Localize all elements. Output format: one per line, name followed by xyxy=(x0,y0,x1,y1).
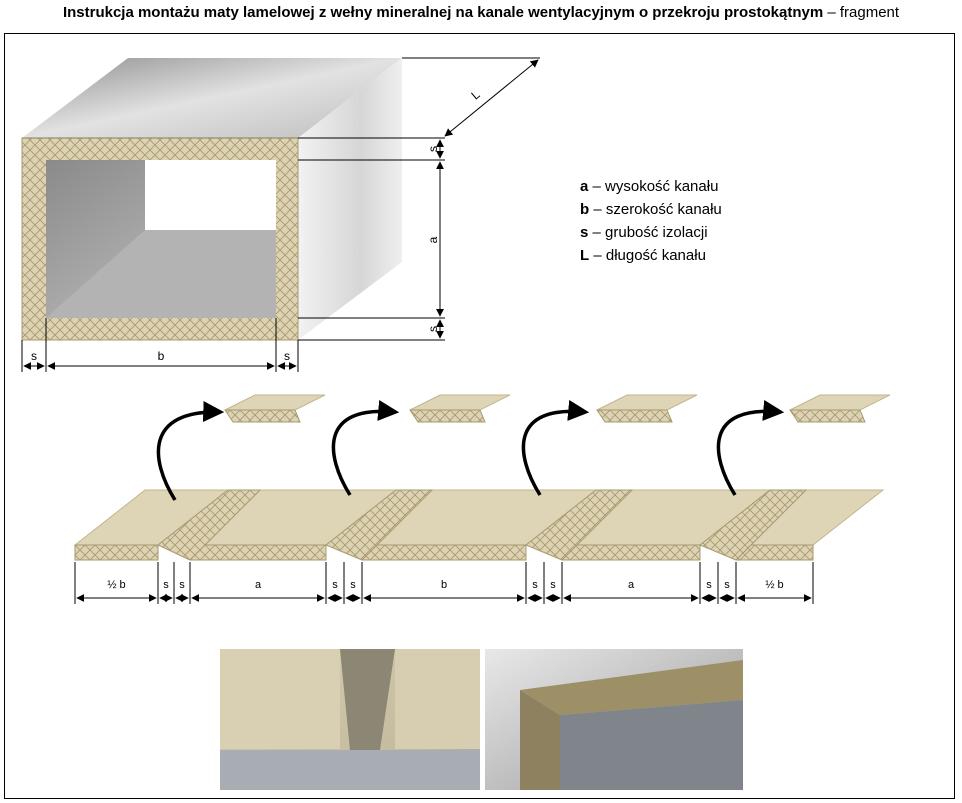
dim-length-line xyxy=(444,59,539,137)
mat-dim-label: b xyxy=(441,579,447,591)
mat-notch xyxy=(157,489,262,561)
legend-item-a: a – wysokość kanału xyxy=(580,178,719,195)
mat-dim-label: s xyxy=(550,579,556,591)
label-width: b xyxy=(158,349,165,363)
mat-dim-label: s xyxy=(706,579,712,591)
page-title: Instrukcja montażu maty lamelowej z wełn… xyxy=(0,4,962,21)
mat-dim-label: s xyxy=(179,579,185,591)
removed-wedge-top xyxy=(224,394,326,411)
mat-dim-label: s xyxy=(163,579,169,591)
removal-arrow xyxy=(716,399,785,496)
mat-dim-label: ½ b xyxy=(107,579,125,591)
label-thickness-bottom: s xyxy=(426,326,440,332)
mat-dim-label: a xyxy=(628,579,635,591)
mat-notch xyxy=(699,489,808,561)
duct-illustration xyxy=(21,58,402,341)
mat-dim-label: a xyxy=(255,579,262,591)
mat-notch xyxy=(325,489,434,561)
removed-wedge-edge xyxy=(596,409,673,423)
removed-wedge-edge xyxy=(224,409,301,423)
mat-dim-label: s xyxy=(350,579,356,591)
photo-left xyxy=(220,649,480,790)
legend: a – wysokość kanału b – szerokość kanału… xyxy=(580,175,722,267)
duct-far-opening xyxy=(145,160,276,230)
label-length: L xyxy=(468,87,482,102)
removed-wedge-edge xyxy=(409,409,486,423)
removal-arrow xyxy=(331,399,400,496)
title-suffix: – fragment xyxy=(823,4,900,21)
mat-notch xyxy=(525,489,634,561)
mat-dim-label: s xyxy=(532,579,538,591)
label-height: a xyxy=(426,236,440,243)
duct-interior-floor xyxy=(46,230,276,318)
removed-wedge-top xyxy=(789,394,891,411)
mat-segment-edge xyxy=(74,544,159,561)
mat-segment-edge xyxy=(361,544,527,561)
removed-wedge-top xyxy=(409,394,511,411)
removed-wedge-top xyxy=(596,394,698,411)
mat-segment-edge xyxy=(561,544,701,561)
removal-arrow xyxy=(521,399,590,496)
legend-item-b: b – szerokość kanału xyxy=(580,201,722,218)
duct-top-face xyxy=(22,58,402,138)
legend-item-s: s – grubość izolacji xyxy=(580,224,708,241)
title-bold: Instrukcja montażu maty lamelowej z wełn… xyxy=(62,4,824,21)
removed-wedge-edge xyxy=(789,409,866,423)
label-thickness-right: s xyxy=(284,349,290,363)
mat-illustration xyxy=(73,394,891,561)
duct-dimensions xyxy=(21,57,540,372)
duct-side-face xyxy=(298,58,402,340)
photo-right xyxy=(485,649,743,790)
mat-dim-label: s xyxy=(724,579,730,591)
figure-frame xyxy=(4,33,955,799)
mat-dim-label: s xyxy=(332,579,338,591)
label-thickness-left: s xyxy=(31,349,37,363)
mat-segment-edge xyxy=(189,544,327,561)
removal-arrow xyxy=(156,401,225,501)
mat-dim-label: ½ b xyxy=(765,579,783,591)
label-thickness-top: s xyxy=(426,146,440,152)
legend-item-L: L – długość kanału xyxy=(580,247,706,264)
